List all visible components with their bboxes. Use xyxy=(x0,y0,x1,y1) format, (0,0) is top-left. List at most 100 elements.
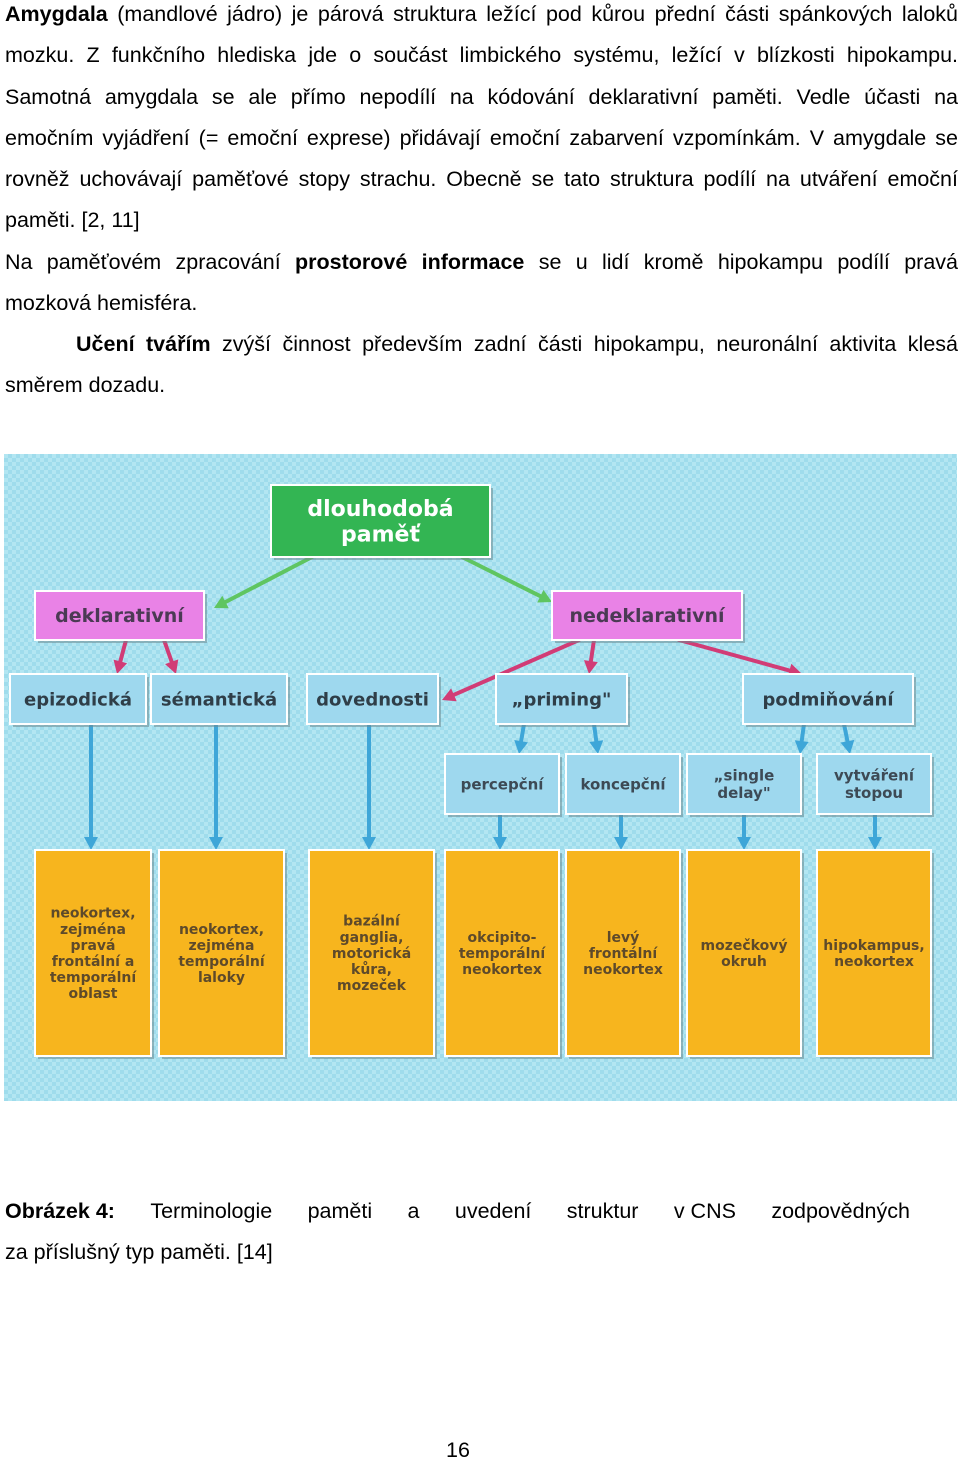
caption-word: v CNS xyxy=(673,1199,736,1223)
paragraph-amygdala-text: (mandlové jádro) je párová struktura lež… xyxy=(5,2,958,233)
box-perc-label: percepční xyxy=(461,775,545,793)
paragraph-faces: Učení tvářím zvýší činnost především zad… xyxy=(5,324,958,407)
figure-caption: Obrázek 4: Terminologie paměti a uvedení… xyxy=(5,1191,910,1274)
box-structure-s2-label: laloky xyxy=(198,970,245,986)
arrow-dekl-epiz-line xyxy=(118,638,128,664)
caption-line-1: Obrázek 4: Terminologie paměti a uvedení… xyxy=(5,1191,910,1232)
box-structure-s3-label: kůra, xyxy=(351,961,392,978)
arrow-podm-vytv-head xyxy=(840,739,855,754)
box-structure-s3-label: mozeček xyxy=(337,978,407,994)
box-sem xyxy=(150,673,288,725)
term-face-learning: Učení tvářím xyxy=(76,332,211,356)
box-root xyxy=(270,484,491,558)
box-dov-label: dovednosti xyxy=(316,689,429,710)
box-prim xyxy=(495,673,628,725)
box-podm xyxy=(742,673,914,725)
arrow-konc-s5-head xyxy=(614,837,628,850)
box-structure-s1-label: zejména xyxy=(60,922,126,938)
box-structure-s3 xyxy=(308,849,435,1057)
arrow-dov-s3-head xyxy=(362,837,376,850)
box-root-label: dlouhodobá xyxy=(307,497,453,522)
caption-word: paměti xyxy=(307,1199,373,1223)
arrow-single-s6-head xyxy=(737,837,751,850)
box-dekl xyxy=(34,590,205,641)
box-structure-s7-label: neokortex xyxy=(834,954,914,970)
box-structure-s1-label: frontální a xyxy=(52,954,135,970)
box-single xyxy=(686,753,802,815)
box-structure-s3-label: motorická xyxy=(332,946,411,962)
box-nedekl-label: nedeklarativní xyxy=(569,605,726,627)
arrow-root-dekl-line xyxy=(223,555,314,604)
arrow-epiz-s1-head xyxy=(84,837,98,850)
box-structure-s6 xyxy=(686,849,802,1057)
arrow-nedekl-podm-line xyxy=(677,638,792,673)
box-vytv-label: vytváření xyxy=(834,767,915,785)
box-structure-s3-label: bazální xyxy=(343,914,401,930)
caption-word: a xyxy=(407,1199,420,1223)
arrow-podm-single-head xyxy=(794,740,809,754)
box-structure-s5 xyxy=(565,849,681,1057)
box-sem-label: sémantická xyxy=(161,689,277,710)
caption-word: zodpovědných xyxy=(771,1199,910,1223)
arrow-prim-konc-head xyxy=(589,740,604,754)
box-single-label: delay" xyxy=(717,784,770,802)
arrow-nedekl-dov-head xyxy=(442,688,457,702)
caption-word: struktur xyxy=(566,1199,639,1223)
arrow-dekl-sem-head xyxy=(165,659,179,674)
box-structure-s2-label: zejména xyxy=(189,938,255,954)
caption-word: Terminologie xyxy=(150,1199,273,1223)
box-vytv-label: stopou xyxy=(845,784,903,802)
box-structure-s5-label: frontální xyxy=(589,946,658,962)
box-structure-s4-label: okcipito- xyxy=(468,930,537,946)
arrow-nedekl-prim-line xyxy=(588,638,596,664)
box-structure-s1-label: neokortex, xyxy=(50,906,135,922)
arrow-root-nedekl-line xyxy=(460,555,543,599)
box-dekl-label: deklarativní xyxy=(55,605,185,627)
arrow-root-dekl-head xyxy=(214,595,229,609)
box-prim-label: „priming" xyxy=(512,689,612,710)
box-structure-s1-label: temporální xyxy=(50,970,138,986)
box-perc xyxy=(444,753,560,815)
box-structure-s1-label: pravá xyxy=(71,938,116,954)
box-nedekl xyxy=(551,590,743,641)
box-structure-s2-label: neokortex, xyxy=(179,922,264,938)
box-root-label: paměť xyxy=(341,522,421,547)
box-vytv xyxy=(816,753,932,815)
box-structure-s7 xyxy=(816,849,932,1057)
box-structure-s4-label: neokortex xyxy=(462,962,542,978)
box-epiz xyxy=(9,673,147,725)
box-konc xyxy=(565,753,681,815)
paragraph-spatial-text-b: se u lidí kromě hipokampu podílí pravá m… xyxy=(5,250,958,316)
arrow-nedekl-prim-head xyxy=(583,660,598,674)
box-podm-label: podmiňování xyxy=(762,689,894,710)
box-structure-s7-label: hipokampus, xyxy=(823,938,924,954)
arrow-prim-perc-head xyxy=(514,740,529,754)
paragraph-spatial-text-a: Na paměťovém zpracování xyxy=(5,250,296,274)
term-spatial-information: prostorové informace xyxy=(295,250,525,274)
box-structure-s5-label: levý xyxy=(607,930,640,946)
arrow-perc-s4-head xyxy=(493,837,507,850)
box-dov xyxy=(306,673,439,725)
arrow-root-nedekl-head xyxy=(537,589,552,603)
arrow-nedekl-dov-line xyxy=(451,638,581,697)
box-structure-s6-label: okruh xyxy=(721,954,767,970)
box-structure-s1 xyxy=(34,849,152,1057)
box-structure-s4-label: temporální xyxy=(459,946,547,962)
box-structure-s6-label: mozečkový xyxy=(701,938,788,954)
box-epiz-label: epizodická xyxy=(24,689,132,710)
box-structure-s3-label: ganglia, xyxy=(340,930,404,946)
paragraph-faces-text: zvýší činnost především zadní části hipo… xyxy=(5,332,958,398)
box-structure-s2-label: temporální xyxy=(178,954,266,970)
box-single-label: „single xyxy=(714,767,775,785)
term-amygdala: Amygdala xyxy=(5,2,108,26)
box-structure-s1-label: oblast xyxy=(69,986,118,1002)
box-structure-s4 xyxy=(444,849,560,1057)
page-number: 16 xyxy=(446,1438,470,1462)
caption-label: Obrázek 4: xyxy=(5,1199,115,1223)
paragraph-amygdala: Amygdala (mandlové jádro) je párová stru… xyxy=(5,0,958,242)
box-structure-s5-label: neokortex xyxy=(583,962,663,978)
paragraph-spatial: Na paměťovém zpracování prostorové infor… xyxy=(5,242,958,325)
arrow-vytv-s7-head xyxy=(868,837,882,850)
